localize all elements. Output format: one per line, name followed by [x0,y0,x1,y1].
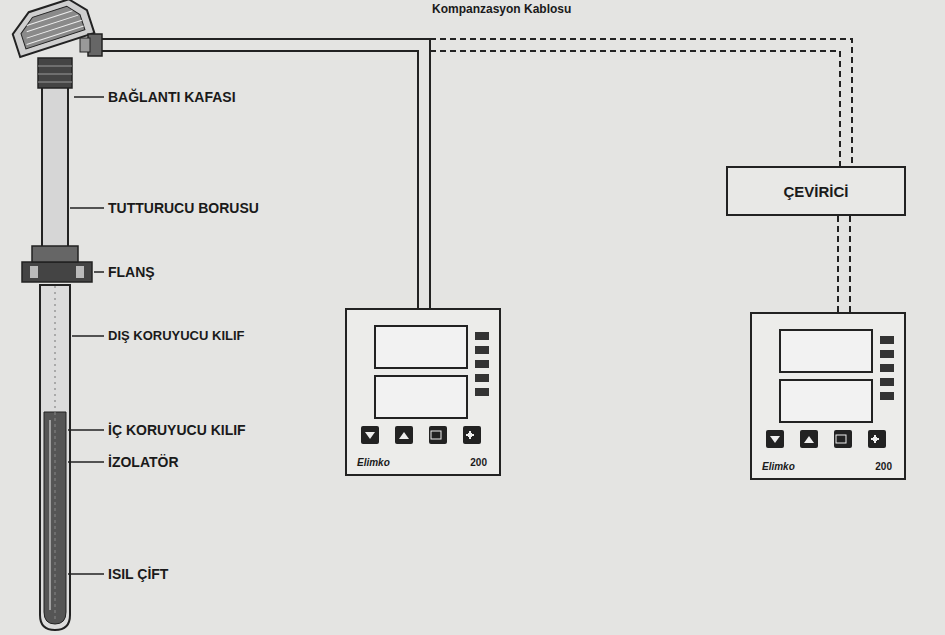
part-label: TUTTURUCU BORUSU [108,200,259,216]
controller-unit: Elimko 200 [750,312,906,480]
compensation-cable-dashed [430,39,852,166]
controller-unit: Elimko 200 [345,308,501,476]
brand-name: Elimko [762,461,795,472]
probe [8,0,102,630]
part-label: BAĞLANTI KAFASI [108,89,236,105]
model-number: 200 [470,457,487,468]
compensation-cable [100,39,430,308]
leader-lines [68,97,104,574]
model-number: 200 [875,461,892,472]
part-label: İZOLATÖR [108,454,179,470]
box-title: ÇEVİRİCİ [783,183,848,200]
controller-face [752,314,904,478]
part-label: FLANŞ [108,264,155,280]
controller-face [347,310,499,474]
dashed-cable [838,216,850,312]
part-label: ISIL ÇİFT [108,566,168,582]
part-label: DIŞ KORUYUCU KILIF [108,328,245,343]
brand-name: Elimko [357,457,390,468]
cable-label: Kompanzasyon Kablosu [432,2,571,16]
converter-box: ÇEVİRİCİ [726,166,906,216]
part-label: İÇ KORUYUCU KILIF [108,422,246,438]
